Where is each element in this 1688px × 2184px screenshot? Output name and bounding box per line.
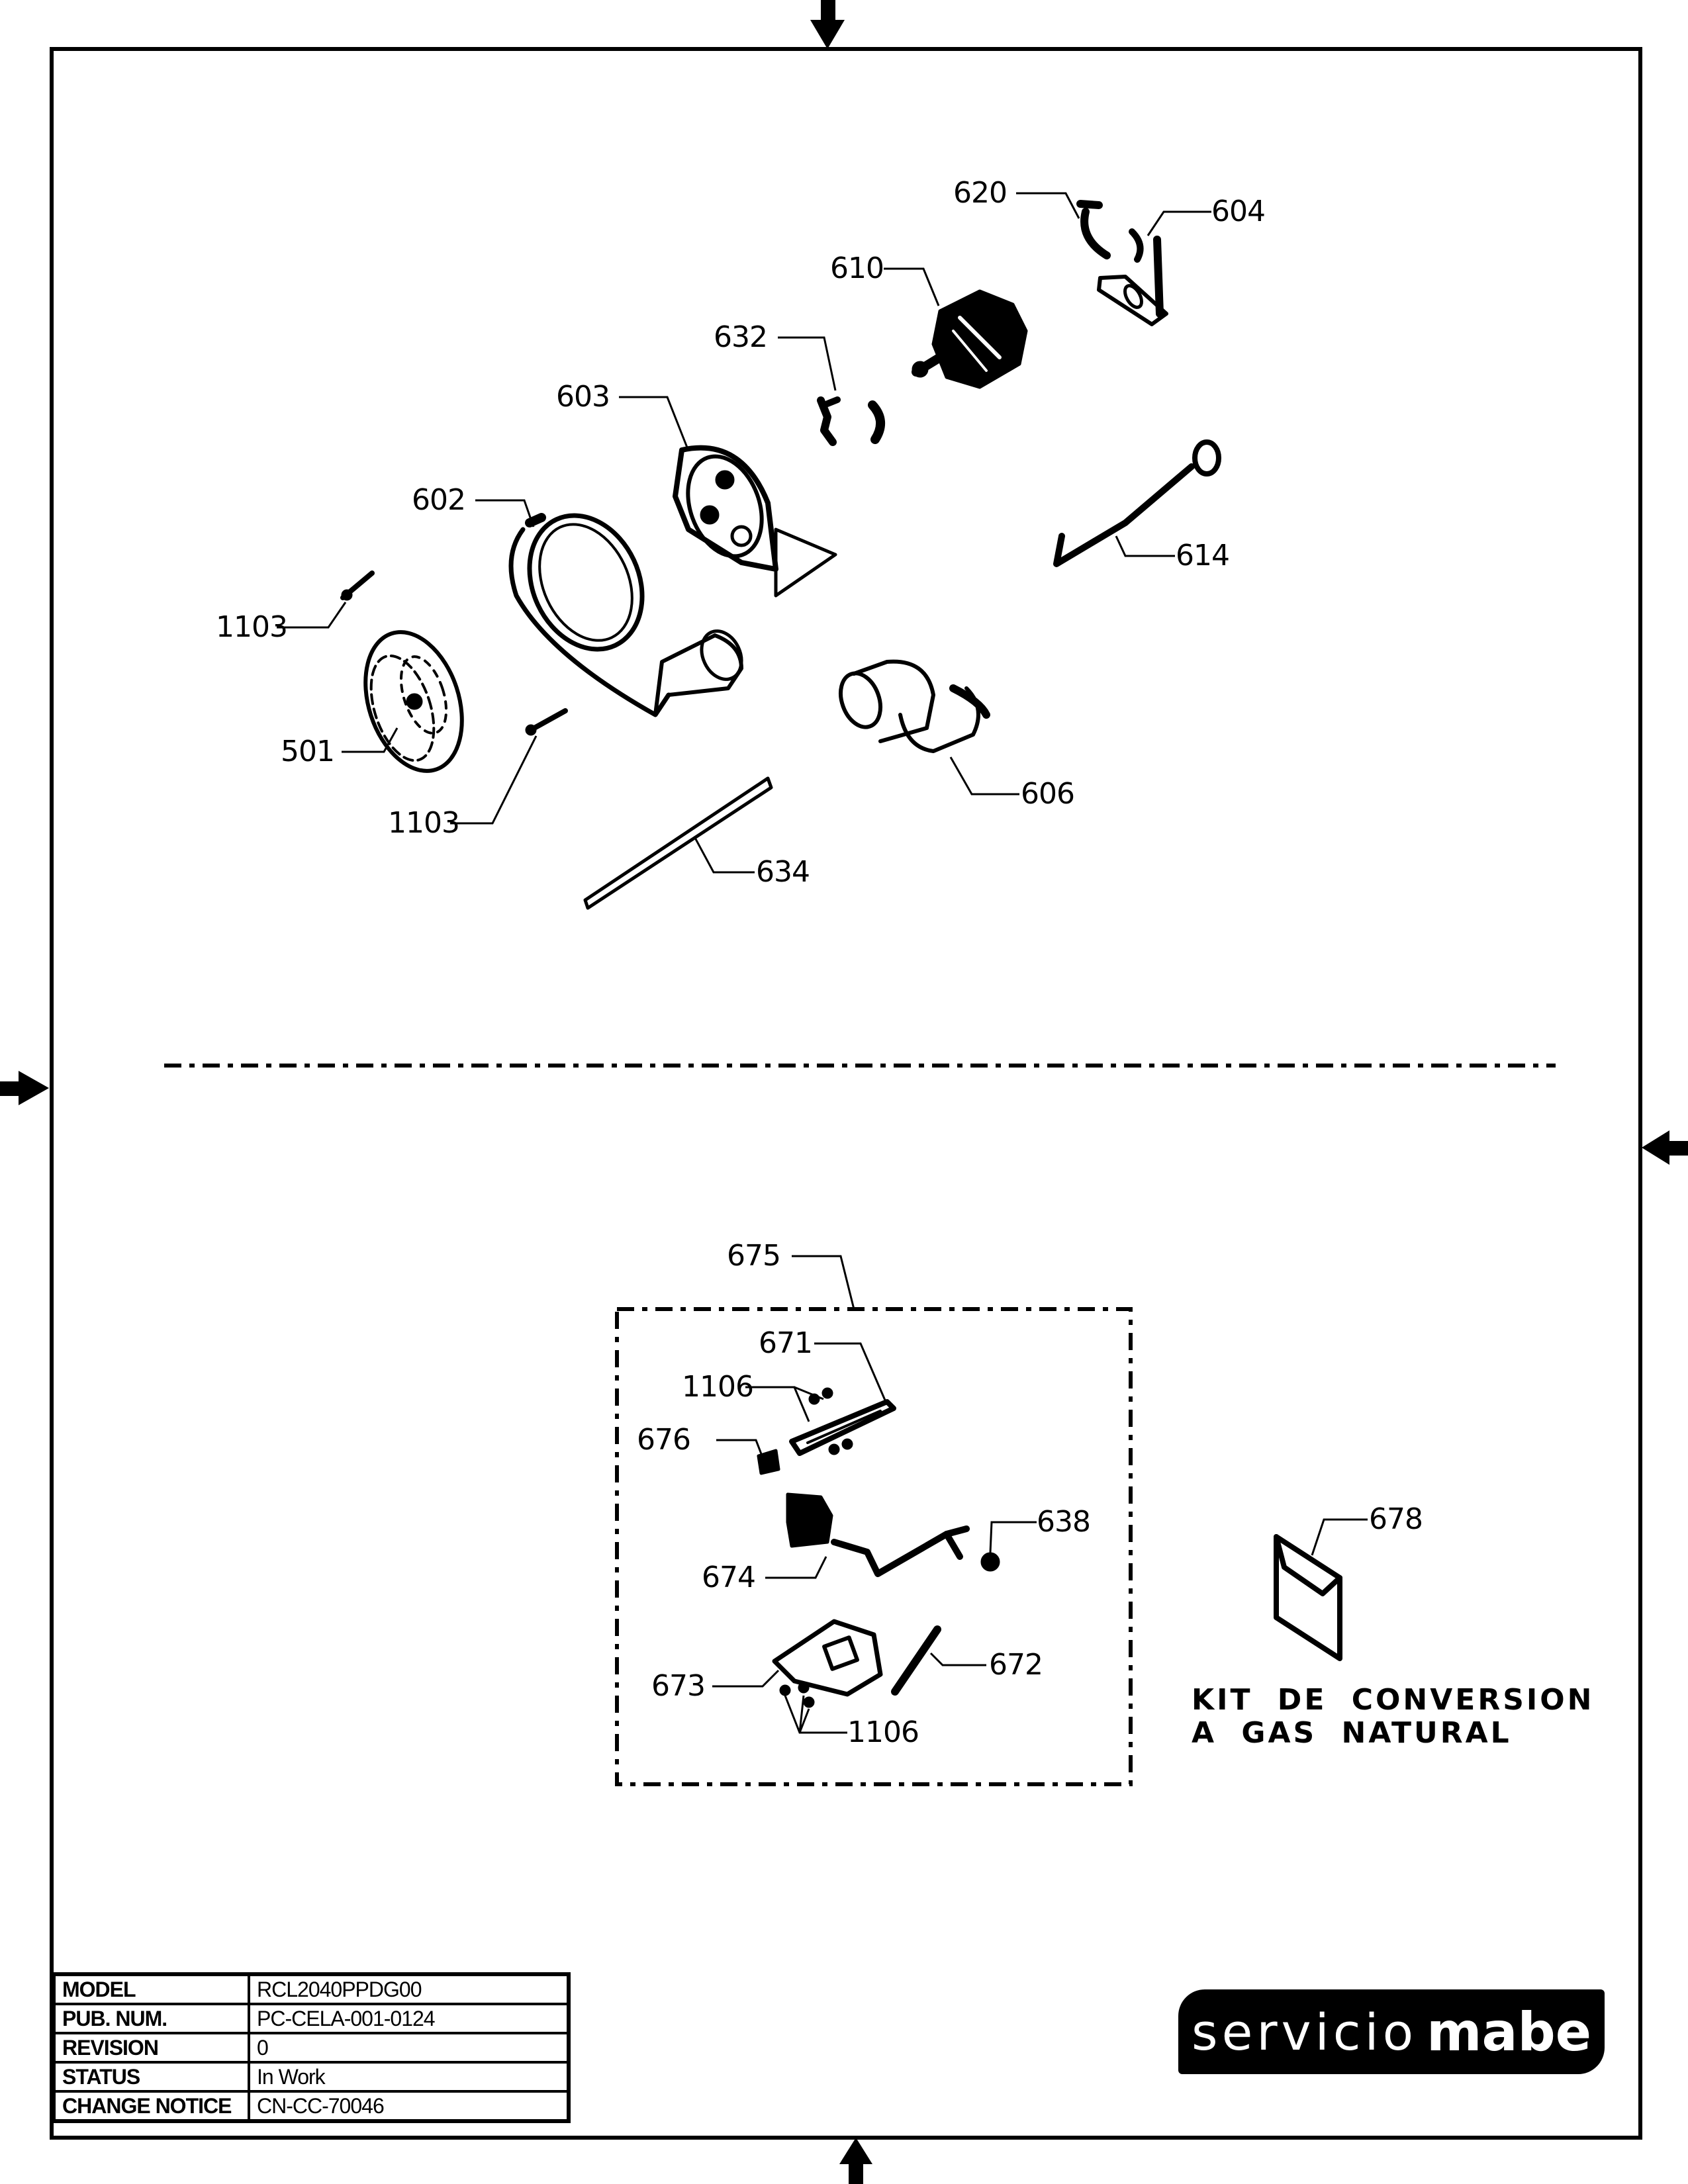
title-value: In Work <box>248 2061 570 2093</box>
callout-603: 603 <box>556 380 610 414</box>
leader-632 <box>778 336 837 391</box>
title-value: PC-CELA-001-0124 <box>248 2003 570 2034</box>
callout-1106b: 1106 <box>847 1715 919 1749</box>
callout-632: 632 <box>714 320 768 354</box>
callout-673: 673 <box>651 1669 706 1703</box>
part-676-igniter-holder-icon <box>757 1449 780 1475</box>
part-614-arm-icon <box>1053 439 1221 567</box>
title-row-model: MODEL RCL2040PPDG00 <box>52 1973 570 2005</box>
kit-group-box <box>615 1307 1133 1786</box>
part-606-duct-icon <box>839 659 990 753</box>
part-638-orifice-icon <box>980 1552 1000 1572</box>
callout-606: 606 <box>1021 777 1075 811</box>
leader-604 <box>1147 210 1211 236</box>
callout-678: 678 <box>1369 1502 1423 1536</box>
servicio-mabe-logo: servicio mabe <box>1178 1989 1605 2074</box>
leader-603 <box>619 396 688 448</box>
leader-1106b <box>784 1695 847 1734</box>
callout-1103b: 1103 <box>388 806 460 840</box>
leader-678 <box>1311 1518 1368 1556</box>
sheet-border <box>50 47 1642 2140</box>
title-value: 0 <box>248 2032 570 2064</box>
title-row-pub-num: PUB. NUM. PC-CELA-001-0124 <box>52 2003 570 2034</box>
title-row-revision: REVISION 0 <box>52 2032 570 2064</box>
leader-606 <box>949 756 1019 796</box>
callout-671: 671 <box>759 1326 813 1360</box>
center-mark-right-icon <box>1642 1130 1688 1165</box>
leader-1103a <box>277 602 347 629</box>
title-row-change-notice: CHANGE NOTICE CN-CC-70046 <box>52 2090 570 2122</box>
center-mark-bottom-icon <box>839 2138 872 2184</box>
part-671-burner-icon <box>789 1387 896 1456</box>
callout-602: 602 <box>412 483 466 517</box>
callout-638: 638 <box>1037 1505 1091 1539</box>
part-604-bracket-icon <box>1097 228 1168 326</box>
title-label: REVISION <box>52 2032 250 2064</box>
callout-672: 672 <box>989 1648 1043 1682</box>
part-1103b-screw-icon <box>525 708 568 736</box>
leader-620 <box>1016 192 1080 219</box>
part-678-kit-bag-icon <box>1274 1534 1342 1661</box>
part-602-housing-icon <box>508 513 743 717</box>
leader-501 <box>342 727 399 753</box>
kit-caption-line2: A GAS NATURAL <box>1192 1716 1512 1750</box>
part-1103a-screw-icon <box>340 570 375 601</box>
part-620-clip-icon <box>1076 200 1111 259</box>
leader-673 <box>712 1669 780 1688</box>
leader-674 <box>765 1556 827 1579</box>
title-value: RCL2040PPDG00 <box>248 1973 570 2005</box>
callout-674: 674 <box>702 1561 756 1594</box>
part-610-motor-icon <box>912 289 1028 389</box>
center-mark-left-icon <box>0 1071 49 1105</box>
leader-671 <box>814 1342 887 1402</box>
leader-675 <box>792 1255 855 1310</box>
center-mark-top-icon <box>810 0 845 49</box>
part-634-gasket-icon <box>583 776 773 910</box>
callout-604: 604 <box>1211 195 1266 228</box>
part-603-plate-icon <box>673 445 837 598</box>
callout-676: 676 <box>637 1423 691 1457</box>
logo-text-light: servicio <box>1192 2002 1418 2062</box>
part-672-igniter-icon <box>891 1625 941 1696</box>
leader-602 <box>475 499 535 527</box>
part-632-clip-icon <box>817 396 885 446</box>
callout-620: 620 <box>953 176 1008 210</box>
title-label: PUB. NUM. <box>52 2003 250 2034</box>
leader-672 <box>929 1652 986 1666</box>
leader-1106a <box>745 1386 824 1422</box>
leader-638 <box>989 1521 1037 1553</box>
part-674-manifold-icon <box>786 1492 970 1577</box>
callout-501: 501 <box>281 735 335 768</box>
callout-634: 634 <box>756 855 810 889</box>
title-block: MODEL RCL2040PPDG00 PUB. NUM. PC-CELA-00… <box>52 1972 571 2123</box>
callout-610: 610 <box>830 251 884 285</box>
title-label: CHANGE NOTICE <box>52 2090 250 2122</box>
title-value: CN-CC-70046 <box>248 2090 570 2122</box>
leader-614 <box>1115 535 1175 557</box>
leader-634 <box>694 837 755 874</box>
part-501-wheel-icon <box>363 630 464 773</box>
title-label: MODEL <box>52 1973 250 2005</box>
leader-676 <box>716 1439 764 1458</box>
callout-614: 614 <box>1176 539 1230 572</box>
leader-1103b <box>450 735 538 825</box>
kit-caption-line1: KIT DE CONVERSION <box>1192 1683 1595 1717</box>
callout-1106a: 1106 <box>682 1370 754 1404</box>
callout-1103a: 1103 <box>216 610 288 644</box>
title-row-status: STATUS In Work <box>52 2061 570 2093</box>
part-673-valve-bracket-icon <box>772 1619 883 1708</box>
callout-675: 675 <box>727 1239 781 1273</box>
logo-text-bold: mabe <box>1427 2001 1591 2063</box>
title-label: STATUS <box>52 2061 250 2093</box>
leader-610 <box>884 267 940 306</box>
